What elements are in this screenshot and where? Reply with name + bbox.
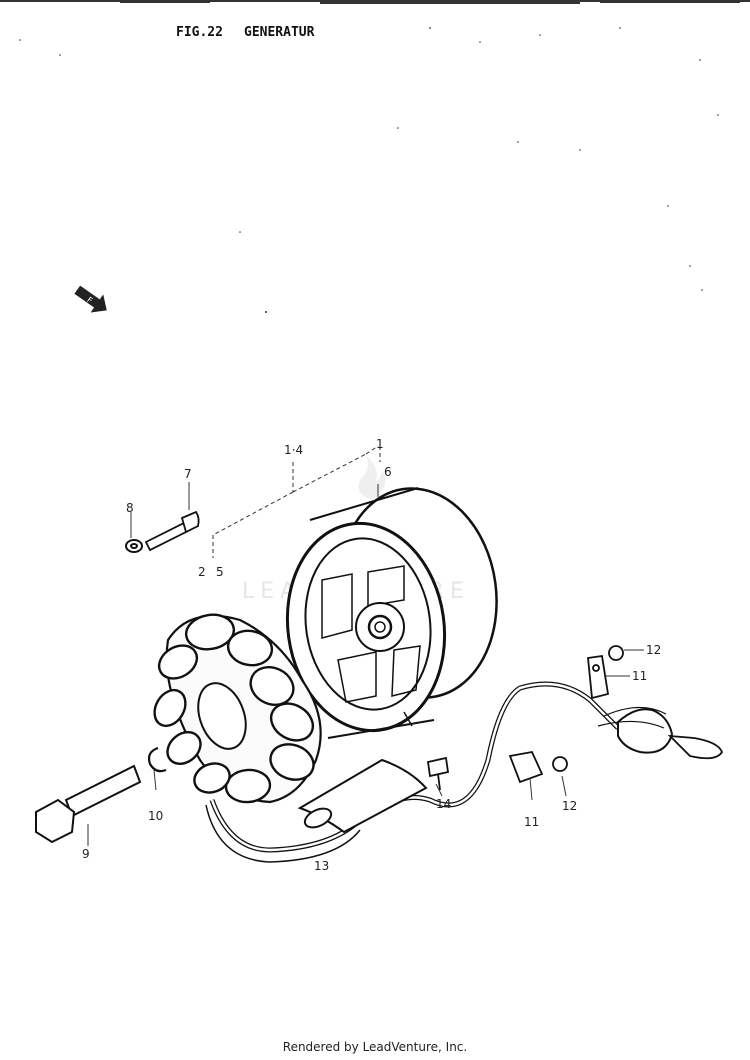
callout-11-upper: 11 bbox=[632, 669, 647, 683]
washer-8 bbox=[125, 539, 143, 553]
figure-title: GENERATUR bbox=[244, 25, 315, 40]
bolt-9 bbox=[35, 764, 142, 844]
screw-12-upper bbox=[608, 645, 624, 661]
generator-rotor bbox=[285, 487, 498, 739]
callout-14: 14 bbox=[436, 797, 451, 811]
svg-text:F: F bbox=[85, 295, 94, 305]
leader-lines bbox=[87, 482, 644, 846]
callout-5: 5 bbox=[216, 565, 224, 579]
callout-9: 9 bbox=[82, 847, 90, 861]
callout-10: 10 bbox=[148, 809, 163, 823]
screw-12-lower bbox=[552, 756, 568, 772]
footer-credit: Rendered by LeadVenture, Inc. bbox=[282, 1040, 468, 1054]
callout-8: 8 bbox=[126, 501, 134, 515]
front-arrow-icon: F bbox=[74, 285, 107, 313]
callout-12-upper: 12 bbox=[646, 643, 661, 657]
figure-number: FIG.22 bbox=[176, 25, 223, 40]
screw-14 bbox=[426, 756, 450, 791]
callout-2: 2 bbox=[198, 565, 206, 579]
callout-1-4: 1·4 bbox=[284, 443, 303, 457]
callouts: 1·4 1 6 2 5 7 8 9 10 11 12 11 12 13 14 bbox=[82, 437, 661, 873]
callout-7: 7 bbox=[184, 467, 192, 481]
washer-10 bbox=[147, 746, 167, 773]
assembly-bracket bbox=[212, 445, 381, 558]
callout-1: 1 bbox=[376, 437, 384, 451]
clamp-11-lower bbox=[508, 750, 544, 784]
bolt-7 bbox=[144, 510, 200, 552]
wire-harness bbox=[205, 681, 724, 863]
callout-11-lower: 11 bbox=[524, 815, 539, 829]
wire-protector bbox=[297, 758, 428, 834]
scan-noise bbox=[0, 0, 750, 313]
clamp-11-upper bbox=[587, 654, 610, 700]
callout-6: 6 bbox=[384, 465, 392, 479]
callout-12-lower: 12 bbox=[562, 799, 577, 813]
callout-13: 13 bbox=[314, 859, 329, 873]
generator-stator bbox=[153, 613, 322, 804]
